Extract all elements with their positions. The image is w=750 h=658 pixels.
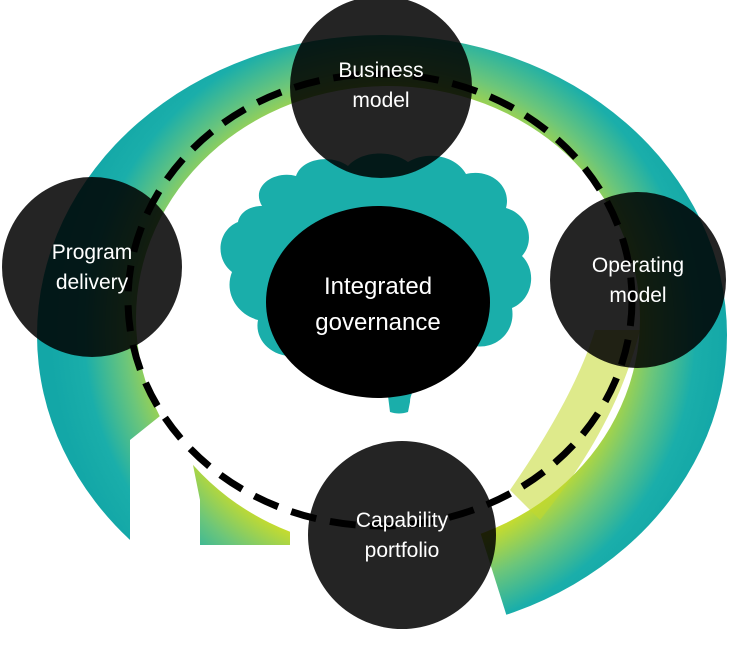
node-capability-portfolio: Capability portfolio [308,441,496,629]
operating-model-line1: Operating [592,254,684,277]
node-business-model: Business model [290,0,472,178]
program-delivery-line1: Program [52,241,133,264]
capability-portfolio-line2: portfolio [365,539,440,562]
node-operating-model: Operating model [550,192,726,368]
capability-portfolio-line1: Capability [356,509,449,532]
operating-model-line2: model [609,284,666,307]
integrated-governance: Integrated governance [266,206,490,398]
center-label-line1: Integrated [324,273,432,300]
business-model-line2: model [352,89,409,112]
node-program-delivery: Program delivery [2,177,182,357]
program-delivery-line2: delivery [56,271,129,294]
business-model-line1: Business [338,59,423,82]
center-label-line2: governance [315,309,440,336]
